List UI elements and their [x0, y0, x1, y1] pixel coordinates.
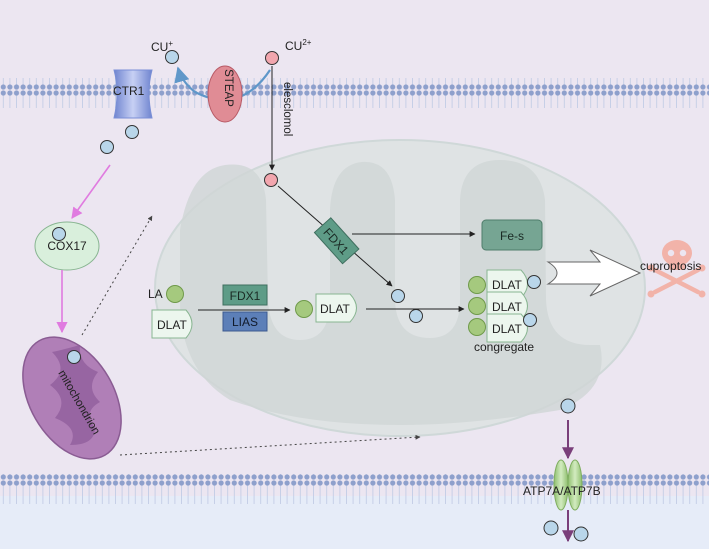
- lias-box: [222, 311, 268, 332]
- copper-ion-efflux-out-1: [543, 520, 559, 536]
- plasma-membrane-bottom: [0, 474, 709, 504]
- lipoyl-group: [295, 300, 313, 318]
- skull-crossbones-icon: [647, 240, 706, 298]
- dlat-lipoylated-label: DLAT: [320, 302, 350, 316]
- copper-ion-efflux-in: [560, 398, 576, 414]
- dlat-agg-3-label: DLAT: [492, 322, 522, 336]
- dlat-agg-2-label: DLAT: [492, 300, 522, 314]
- toxicity-arrow: [546, 249, 642, 297]
- ctr1-channel: [113, 69, 153, 119]
- fdx1-tilted-box: FDX1: [313, 217, 360, 265]
- lias-label: LIAS: [232, 315, 258, 329]
- cu-plus-label: CU+: [151, 39, 173, 54]
- steap-label: STEAP: [222, 69, 234, 107]
- zoom-line-top: [81, 215, 153, 336]
- copper-ion-cu-2plus: [265, 51, 279, 65]
- elesclomol-label: elesclomol: [281, 82, 293, 136]
- la-label: LA: [148, 287, 163, 301]
- copper-ion-mito-entry: [264, 173, 278, 187]
- dlat-lipoylated: [315, 293, 357, 323]
- lipoic-acid-molecule: [166, 285, 184, 303]
- congregate-label: congregate: [474, 340, 534, 354]
- fe-s-cluster-box: [481, 219, 543, 251]
- dlat-input-label: DLAT: [157, 318, 187, 332]
- zoom-line-bottom: [119, 434, 421, 456]
- copper-ion-efflux-out-2: [573, 526, 589, 542]
- dlat-oligomer: DLAT DLAT DLAT: [468, 269, 541, 343]
- lipoyl-group-agg-1: [468, 276, 486, 294]
- fdx1-label: FDX1: [230, 289, 261, 303]
- cox17-label: COX17: [47, 239, 87, 253]
- copper-ion-matrix-2: [409, 309, 423, 323]
- lipoyl-group-agg-3: [468, 318, 486, 336]
- copper-ion-matrix-1: [391, 289, 405, 303]
- atp7-transporter: [553, 459, 583, 511]
- steap-protein: [207, 65, 243, 123]
- copper-ion-cytoplasm-1: [125, 125, 139, 139]
- copper-ion-cox17: [52, 227, 66, 241]
- copper-ion-cytoplasm-2: [100, 140, 114, 154]
- cu-2plus-label: CU2+: [285, 38, 312, 53]
- plasma-membrane-top: [0, 78, 709, 108]
- reduction-arrow: [174, 66, 271, 101]
- atp7-label: ATP7A/ATP7B: [523, 484, 601, 498]
- cox17-chaperone: [34, 221, 100, 271]
- fe-s-label: Fe-s: [500, 229, 524, 243]
- to-cox17-arrow: [71, 164, 111, 219]
- dlat-agg-3: [486, 313, 528, 343]
- ctr1-label: CTR1: [113, 84, 145, 98]
- extracellular-space: [0, 496, 709, 549]
- copper-ion-cu-plus: [165, 50, 179, 64]
- dlat-protein-input: [151, 309, 193, 339]
- dlat-agg-1-label: DLAT: [492, 278, 522, 292]
- copper-ion-small-mito: [67, 350, 81, 364]
- lipoyl-group-agg-2: [468, 297, 486, 315]
- cuproptosis-label: cuproptosis: [640, 259, 701, 273]
- fdx1-box: [222, 284, 268, 306]
- copper-ion-agg-1: [527, 275, 541, 289]
- mitochondrion-small: [22, 336, 122, 460]
- copper-ion-agg-2: [523, 313, 537, 327]
